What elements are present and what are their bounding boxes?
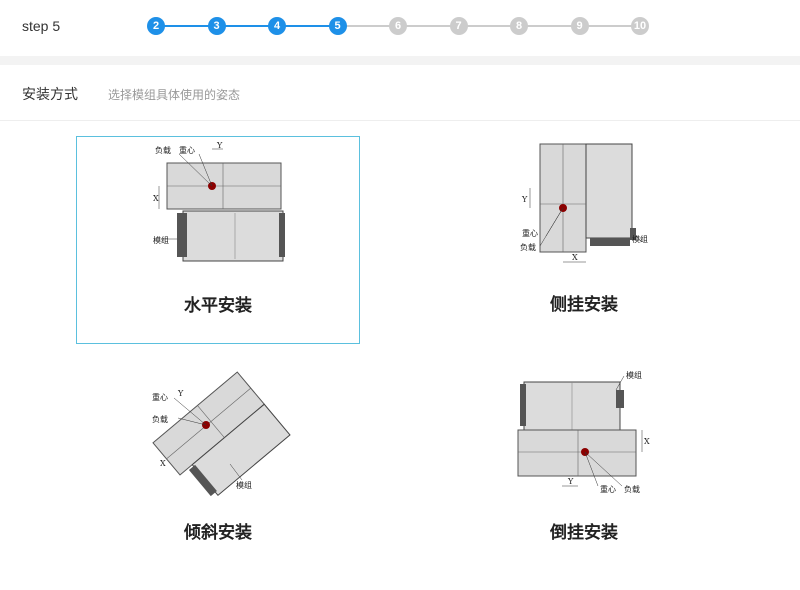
label-x: X [644,437,650,446]
label-cog: 重心 [522,228,538,238]
stepper-connector [156,25,217,27]
stepper-connector [398,25,459,27]
step-4[interactable]: 4 [268,17,286,35]
section-header: 安装方式 选择模组具体使用的姿态 [0,66,800,121]
stepper-connector [216,25,277,27]
step-9[interactable]: 9 [570,17,589,35]
label-y: Y [216,141,223,150]
label-x: X [160,459,166,468]
option-label: 侧挂安装 [550,295,618,314]
step-7[interactable]: 7 [449,17,468,35]
stepper-connector [519,25,580,27]
option-side-mount[interactable]: Y 重心 负载 X 模组 侧挂安装 [442,136,726,344]
label-cog: 重心 [152,392,168,402]
stepper-connector [277,25,338,27]
option-label: 水平安装 [184,296,252,315]
step-2[interactable]: 2 [147,17,165,35]
label-load: 负载 [624,484,640,494]
section-hint: 选择模组具体使用的姿态 [108,88,241,102]
label-load: 负载 [155,145,171,155]
horizontal-mount-diagram: 负载 重心 Y X 模组 [153,141,285,262]
tilted-mount-diagram: 重心 负载 Y X 模组 [152,371,291,497]
label-load: 负载 [152,414,168,424]
label-module: 模组 [236,480,252,490]
label-y: Y [177,389,184,398]
label-y: Y [567,477,574,486]
option-label: 倒挂安装 [550,523,618,542]
step-label: step 5 [22,18,61,34]
side-mount-diagram: Y 重心 负载 X 模组 [520,143,648,263]
option-horizontal-mount[interactable]: 负载 重心 Y X 模组 水平安装 [76,136,360,344]
step-6[interactable]: 6 [389,17,407,35]
label-cog: 重心 [179,145,195,155]
inverted-mount-diagram: 模组 X Y 重心 负载 [517,370,650,494]
stepper-connector [458,25,519,27]
label-y: Y [521,195,528,204]
label-x: X [153,194,159,203]
option-label: 倾斜安装 [184,523,252,542]
label-load: 负载 [520,242,536,252]
stepper-connector [579,25,640,27]
option-tilted-mount[interactable]: 重心 负载 Y X 模组 倾斜安装 [76,366,360,574]
step-5[interactable]: 5 [328,17,347,35]
label-module: 模组 [632,234,648,244]
step-8[interactable]: 8 [510,17,528,35]
step-3[interactable]: 3 [207,17,226,35]
option-inverted-mount[interactable]: 模组 X Y 重心 负载 倒挂安装 [442,366,726,574]
step-10[interactable]: 10 [631,17,649,35]
label-module: 模组 [153,235,169,245]
label-x: X [572,253,578,262]
divider-band [0,56,800,65]
section-title: 安装方式 [22,86,78,102]
label-module: 模组 [626,370,642,380]
label-cog: 重心 [600,484,616,494]
stepper-connector [337,25,398,27]
top-bar: step 5 2 3 4 5 6 7 8 9 10 [0,0,800,54]
